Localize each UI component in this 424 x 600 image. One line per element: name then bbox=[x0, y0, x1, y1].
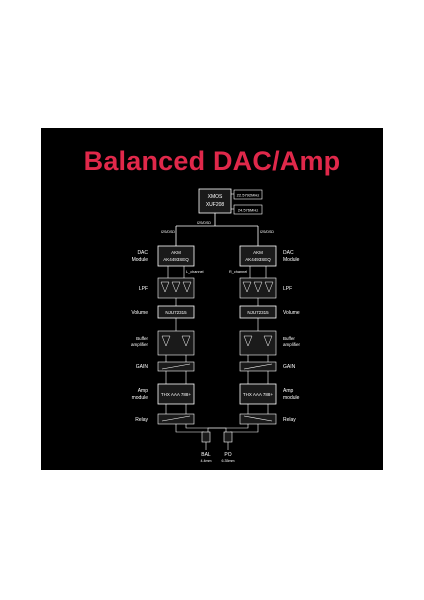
xmos-block bbox=[198, 188, 232, 214]
left-lpf-opamp-1 bbox=[160, 281, 170, 293]
right-lpf-opamp-1 bbox=[242, 281, 252, 293]
left-relay-to-po bbox=[185, 424, 227, 432]
left-relay-to-bal bbox=[175, 424, 204, 433]
bal-output-size: 4.4mm bbox=[201, 459, 212, 463]
left-relay-arm bbox=[161, 415, 191, 422]
po-output-size: 6.35mm bbox=[222, 459, 235, 463]
right-relay-to-po bbox=[230, 424, 259, 433]
right-buffer-opamp-2 bbox=[263, 335, 273, 347]
po-jack-icon bbox=[223, 431, 233, 443]
left-channel-label: L_channel bbox=[186, 270, 204, 274]
right-channel-chain: AKM AK4493SEQ R_channel NJU72315 THX A bbox=[207, 245, 277, 433]
diagram-panel bbox=[41, 128, 383, 470]
left-amp-block bbox=[157, 383, 195, 405]
right-relay-arm bbox=[243, 415, 273, 422]
left-stage-buffer-1: Buffer bbox=[136, 336, 148, 341]
clock-1-label: 22.5792MHz bbox=[237, 193, 260, 198]
clock-2-label: 24.576MHz bbox=[238, 208, 258, 213]
right-stage-buffer-2: amplifier bbox=[283, 342, 301, 347]
left-channel-chain: AKM AK4493SEQ L_channel NJU72315 THX A bbox=[157, 245, 227, 433]
right-stage-lpf: LPF bbox=[283, 286, 292, 292]
right-relay-block bbox=[239, 413, 277, 425]
diagram-title: Balanced DAC/Amp bbox=[83, 146, 341, 176]
right-stage-volume: Volume bbox=[283, 310, 300, 316]
left-volume-model: NJU72315 bbox=[165, 310, 187, 315]
left-stage-volume: Volume bbox=[131, 310, 148, 316]
right-lpf-opamp-2 bbox=[253, 281, 263, 293]
bus-label-left: I2S/DSD bbox=[161, 230, 175, 234]
xmos-model: XUF208 bbox=[206, 202, 225, 208]
right-dac-block bbox=[239, 245, 277, 267]
right-channel-label: R_channel bbox=[229, 270, 247, 274]
left-buffer-opamp-2 bbox=[181, 335, 191, 347]
bal-jack-icon bbox=[201, 431, 211, 443]
left-stage-buffer-2: amplifier bbox=[131, 342, 149, 347]
right-dac-label: AKM bbox=[253, 250, 263, 255]
bus-label-right: I2S/DSD bbox=[260, 230, 274, 234]
right-stage-amp-1: Amp bbox=[283, 388, 294, 394]
left-stage-amp-2: module bbox=[132, 395, 149, 401]
right-stage-dac-1: DAC bbox=[283, 250, 294, 256]
right-dac-model: AK4493SEQ bbox=[245, 257, 271, 262]
left-buffer-opamp-1 bbox=[161, 335, 171, 347]
clock-block-2 bbox=[233, 204, 263, 215]
right-lpf-opamp-3 bbox=[264, 281, 274, 293]
bus-label-center: I2S/DSD bbox=[197, 221, 211, 225]
left-stage-gain: GAIN bbox=[136, 364, 149, 370]
right-gain-switch-arm bbox=[243, 363, 273, 370]
right-stage-amp-2: module bbox=[283, 395, 300, 401]
left-buffer-block bbox=[157, 330, 195, 356]
right-stage-relay: Relay bbox=[283, 417, 296, 423]
right-amp-model: THX AAA 788+ bbox=[243, 392, 274, 397]
xmos-label: XMOS bbox=[208, 194, 223, 200]
left-stage-dac-2: Module bbox=[132, 257, 149, 263]
right-volume-model: NJU72315 bbox=[247, 310, 269, 315]
clock-block-1 bbox=[233, 189, 263, 200]
left-stage-amp-1: Amp bbox=[138, 388, 149, 394]
left-stage-lpf: LPF bbox=[139, 286, 148, 292]
left-gain-switch-arm bbox=[161, 363, 191, 370]
left-dac-label: AKM bbox=[171, 250, 181, 255]
right-amp-block bbox=[239, 383, 277, 405]
left-dac-block bbox=[157, 245, 195, 267]
bal-output-label: BAL bbox=[201, 452, 211, 458]
right-stage-gain: GAIN bbox=[283, 364, 296, 370]
right-stage-dac-2: Module bbox=[283, 257, 300, 263]
left-stage-dac-1: DAC bbox=[137, 250, 148, 256]
left-lpf-opamp-2 bbox=[171, 281, 181, 293]
right-relay-to-bal bbox=[207, 424, 249, 432]
left-lpf-opamp-3 bbox=[182, 281, 192, 293]
right-stage-buffer-1: Buffer bbox=[283, 336, 295, 341]
left-dac-model: AK4493SEQ bbox=[163, 257, 189, 262]
left-relay-block bbox=[157, 413, 195, 425]
right-buffer-block bbox=[239, 330, 277, 356]
left-stage-relay: Relay bbox=[135, 417, 148, 423]
right-buffer-opamp-1 bbox=[243, 335, 253, 347]
po-output-label: PO bbox=[224, 452, 231, 458]
left-amp-model: THX AAA 788+ bbox=[161, 392, 192, 397]
